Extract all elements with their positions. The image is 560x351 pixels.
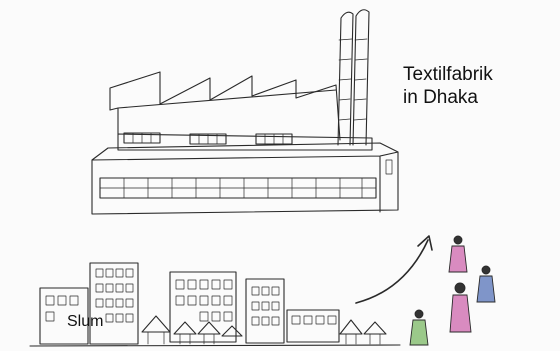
- women-figures: [410, 236, 495, 345]
- arrow-up-icon: [356, 236, 432, 303]
- factory-caption-line2: in Dhaka: [403, 87, 543, 110]
- factory-building: [92, 10, 398, 214]
- factory-caption-line1: Textilfabrik: [403, 64, 543, 87]
- factory-caption: Textilfabrik in Dhaka: [403, 64, 543, 110]
- slum-buildings: [30, 263, 400, 346]
- slum-caption: Slum: [67, 312, 103, 331]
- chimney-right: [353, 10, 369, 145]
- chimney-left: [338, 12, 353, 145]
- ground-line: [30, 345, 400, 346]
